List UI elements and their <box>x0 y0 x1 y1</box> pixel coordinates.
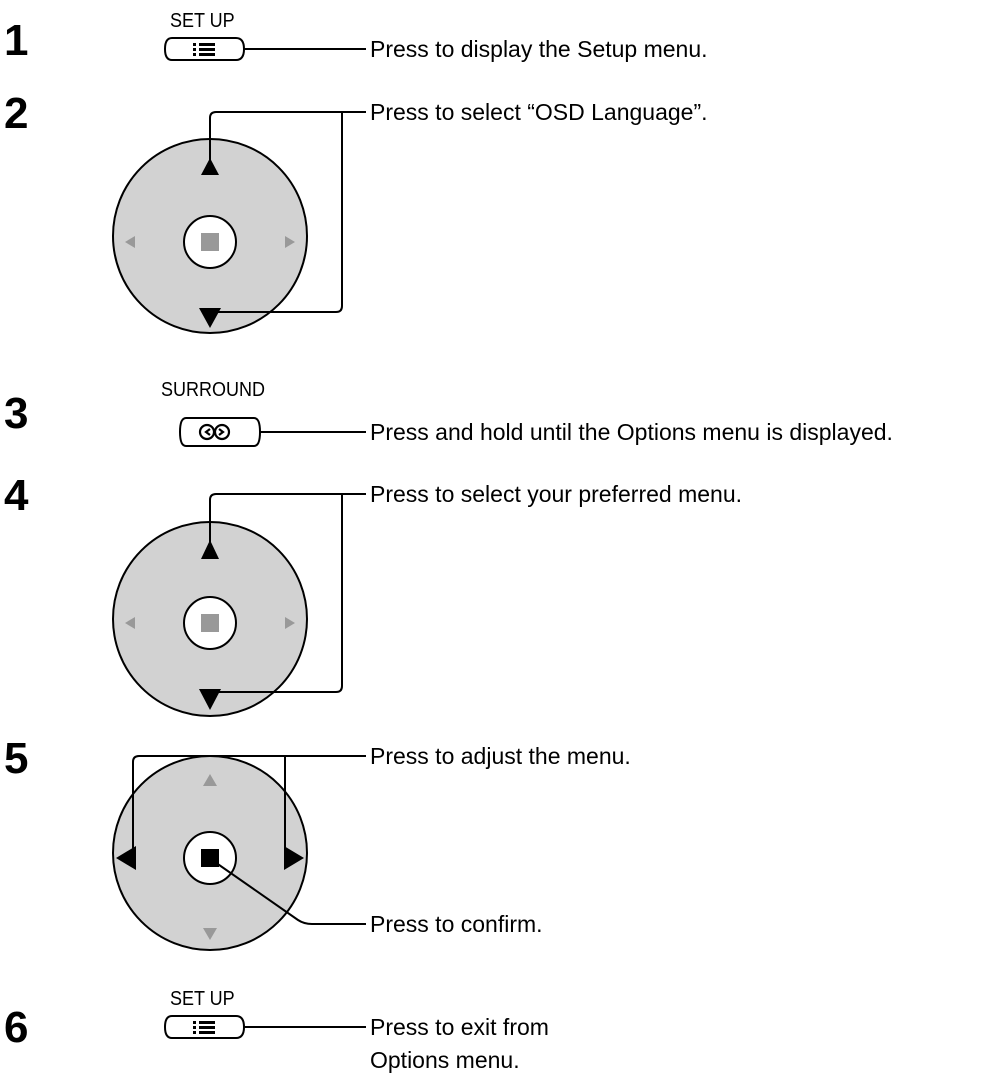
dpad-step-4[interactable] <box>112 521 308 717</box>
up-arrow-icon <box>203 774 217 786</box>
step-number-3: 3 <box>4 389 29 438</box>
setup-button-label-1: SET UP <box>170 10 235 32</box>
instruction-step-4: Press to select your preferred menu. <box>370 481 742 507</box>
instruction-step-2: Press to select “OSD Language”. <box>370 99 708 125</box>
up-arrow-icon <box>201 158 219 175</box>
step-number-5: 5 <box>4 734 29 783</box>
enter-square-icon <box>201 233 219 251</box>
dpad-step-5[interactable] <box>112 755 308 951</box>
setup-button-label-6: SET UP <box>170 988 235 1010</box>
surround-button-label: SURROUND <box>161 379 266 401</box>
left-arrow-icon <box>125 236 135 248</box>
instruction-step-1: Press to display the Setup menu. <box>370 36 708 62</box>
instruction-step-3: Press and hold until the Options menu is… <box>370 419 893 445</box>
list-menu-icon <box>193 43 215 56</box>
instruction-step-6-line1: Press to exit from <box>370 1014 549 1040</box>
instruction-step-5: Press to adjust the menu. <box>370 743 631 769</box>
up-arrow-icon <box>201 540 219 559</box>
surround-icon <box>198 423 231 441</box>
left-arrow-icon <box>125 617 135 629</box>
leader-line-5b <box>211 859 366 925</box>
right-arrow-icon <box>285 236 295 248</box>
list-menu-icon <box>193 1021 215 1034</box>
right-arrow-icon <box>285 617 295 629</box>
enter-square-icon <box>201 614 219 632</box>
step-number-6: 6 <box>4 1003 29 1052</box>
dpad-step-2[interactable] <box>112 138 308 334</box>
down-arrow-icon <box>203 928 217 940</box>
step-number-4: 4 <box>4 471 29 520</box>
enter-square-icon <box>201 849 219 867</box>
instruction-step-6-line2: Options menu. <box>370 1047 520 1073</box>
bracket-line-5 <box>132 755 286 856</box>
instruction-step-5-confirm: Press to confirm. <box>370 911 543 937</box>
step-number-1: 1 <box>4 16 29 65</box>
right-arrow-icon <box>284 846 304 870</box>
down-arrow-icon <box>199 689 221 710</box>
step-number-2: 2 <box>4 89 29 138</box>
surround-button[interactable] <box>178 417 262 447</box>
left-arrow-icon <box>116 846 136 870</box>
